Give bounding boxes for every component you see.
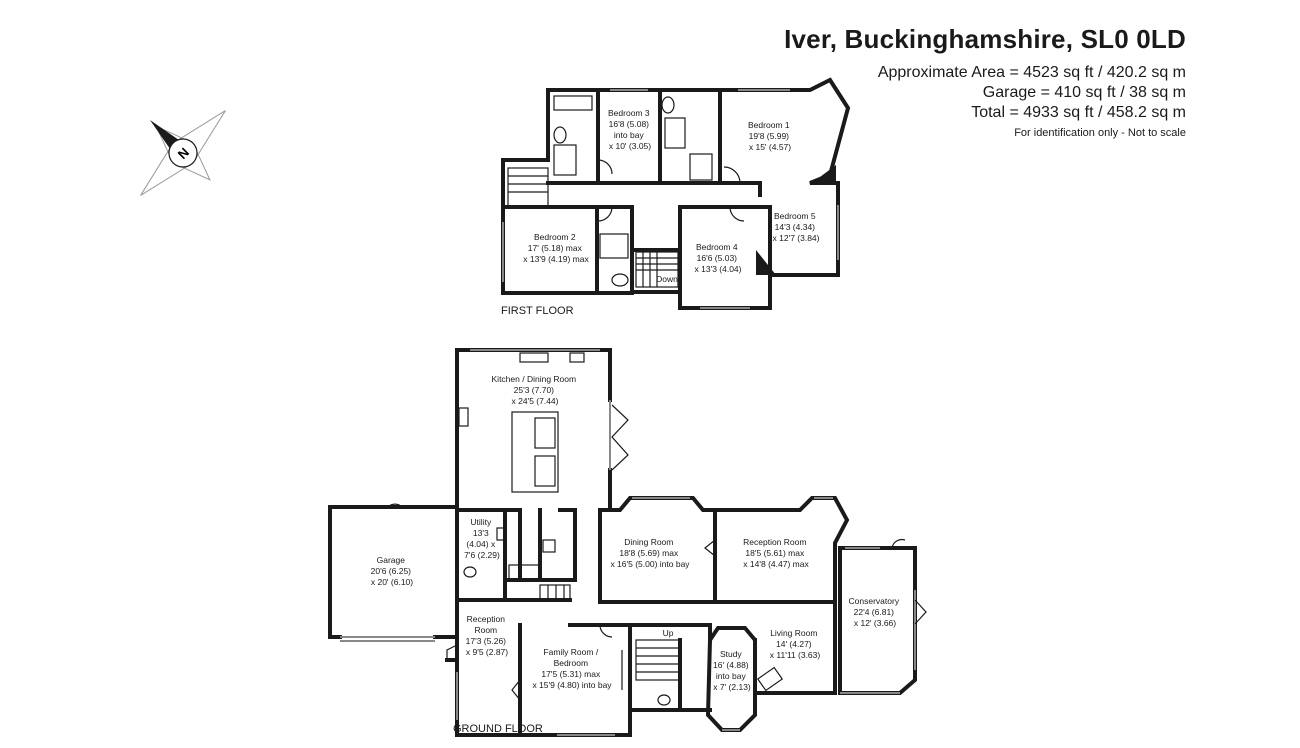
family-room-bedroom-label: Family Room / Bedroom 17'5 (5.31) max x … bbox=[532, 647, 612, 690]
ground-floor-plan: Kitchen / Dining Room 25'3 (7.70) x 24'5… bbox=[328, 348, 927, 737]
living-room-label: Living Room 14' (4.27) x 11'11 (3.63) bbox=[770, 628, 821, 660]
bedroom-5-label: Bedroom 5 14'3 (4.34) x 12'7 (3.84) bbox=[773, 211, 820, 243]
first-floor-stairs bbox=[507, 167, 679, 288]
stairs-down-label: Down bbox=[656, 274, 678, 284]
dining-room-label: Dining Room 18'8 (5.69) max x 16'5 (5.00… bbox=[610, 537, 690, 569]
utility-label: Utility 13'3 (4.04) x 7'6 (2.29) bbox=[464, 517, 500, 560]
garage-label: Garage 20'6 (6.25) x 20' (6.10) bbox=[371, 555, 414, 587]
ground-floor-label: GROUND FLOOR bbox=[453, 723, 543, 735]
reception-room-label: Reception Room 18'5 (5.61) max x 14'8 (4… bbox=[743, 537, 809, 569]
bedroom-4-label: Bedroom 4 16'6 (5.03) x 13'3 (4.04) bbox=[695, 242, 742, 274]
approximate-area-text: Approximate Area = 4523 sq ft / 420.2 sq… bbox=[877, 64, 1186, 81]
listing-address-title: Iver, Buckinghamshire, SL0 0LD bbox=[784, 24, 1186, 54]
reception-room-2-label: Reception Room 17'3 (5.26) x 9'5 (2.87) bbox=[466, 614, 509, 657]
bedroom-2-label: Bedroom 2 17' (5.18) max x 13'9 (4.19) m… bbox=[523, 232, 589, 264]
first-floor-label: FIRST FLOOR bbox=[501, 305, 574, 317]
bedroom-3-label: Bedroom 3 16'8 (5.08) into bay x 10' (3.… bbox=[608, 108, 652, 151]
first-floor-plan: Bedroom 1 19'8 (5.99) x 15' (4.57) Bedro… bbox=[501, 77, 851, 317]
garage-area-text: Garage = 410 sq ft / 38 sq m bbox=[982, 84, 1186, 101]
study-label: Study 16' (4.88) into bay x 7' (2.13) bbox=[713, 649, 751, 692]
conservatory-label: Conservatory 22'4 (6.81) x 12' (3.66) bbox=[849, 596, 902, 628]
total-area-text: Total = 4933 sq ft / 458.2 sq m bbox=[971, 104, 1186, 121]
north-compass-icon: N bbox=[140, 110, 226, 196]
bedroom-1-label: Bedroom 1 19'8 (5.99) x 15' (4.57) bbox=[748, 120, 792, 152]
disclaimer-note: For identification only - Not to scale bbox=[1014, 127, 1186, 139]
kitchen-dining-room-label: Kitchen / Dining Room 25'3 (7.70) x 24'5… bbox=[492, 374, 579, 406]
stairs-up-label: Up bbox=[663, 628, 674, 638]
